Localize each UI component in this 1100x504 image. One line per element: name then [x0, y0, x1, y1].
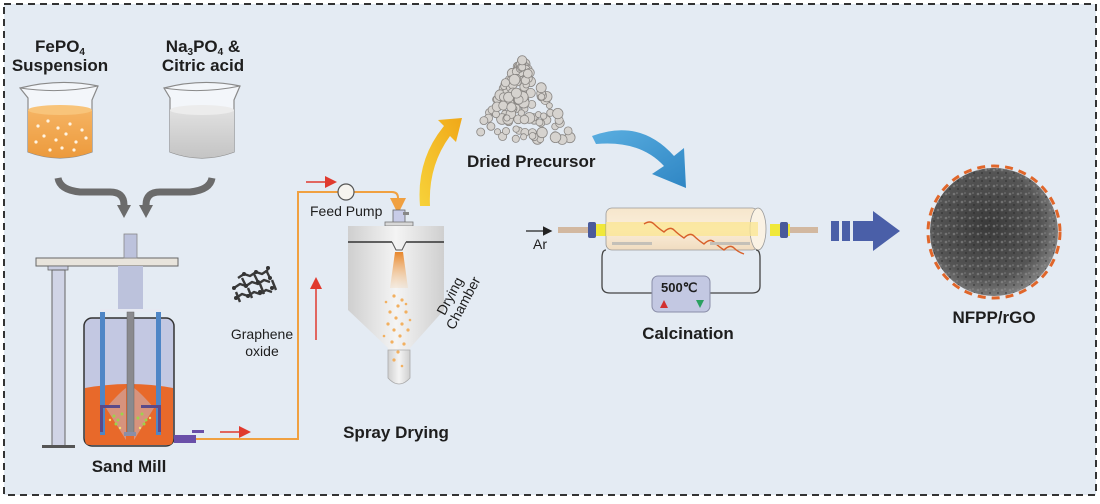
precursor-particle: [546, 102, 553, 109]
suspension-particles: [34, 119, 88, 152]
milling-beads: [112, 412, 148, 426]
label-suspension: Suspension: [11, 56, 109, 75]
precursor-particle: [517, 55, 528, 66]
precursor-particle: [539, 112, 548, 120]
label-calcination: Calcination: [642, 324, 734, 343]
arrow-head: [139, 205, 153, 218]
tube-furnace: [558, 207, 818, 313]
precursor-particle: [512, 125, 520, 133]
spray-dryer: [348, 209, 444, 385]
graphene-oxide-icon: [232, 266, 278, 303]
precursor-particle: [476, 127, 486, 137]
spray-droplets: [382, 294, 412, 368]
precursor-particle: [511, 87, 522, 99]
temp-up-icon: [660, 300, 668, 308]
precursor-particle: [506, 102, 517, 113]
nfpp-rgo-sphere: [926, 164, 1062, 300]
label-fepo4: FePO4: [35, 37, 85, 58]
label-sand-mill: Sand Mill: [91, 457, 167, 476]
precursor-particle: [537, 93, 546, 101]
label-oxide: oxide: [245, 343, 279, 359]
precursor-particle: [511, 134, 520, 143]
precursor-particle: [503, 114, 511, 122]
precursor-particle: [498, 100, 509, 111]
label-feed-pump: Feed Pump: [310, 203, 383, 219]
feed-line: [196, 191, 338, 440]
label-ar: Ar: [533, 236, 547, 252]
temp-down-icon: [696, 300, 704, 308]
precursor-particle: [563, 126, 573, 136]
precursor-particle: [501, 127, 510, 136]
arrow-head: [117, 205, 131, 218]
precursor-particle: [535, 118, 544, 127]
beaker-fepo4: [18, 81, 99, 159]
precursor-particle: [508, 74, 521, 86]
label-na3po4: Na3PO4 &: [165, 37, 241, 58]
precursor-particle: [535, 82, 547, 94]
rgo-dashed-ring: [926, 164, 1062, 300]
precursor-particle: [552, 108, 564, 120]
sand-mill: [35, 233, 204, 448]
label-dried-precursor: Dried Precursor: [467, 152, 596, 171]
dried-precursor-pile: [476, 55, 576, 145]
temperature-readout: 500℃: [661, 280, 698, 295]
precursor-particle: [522, 68, 533, 79]
yellow-curved-arrow: [419, 118, 462, 206]
feed-line-to-nozzle: [354, 191, 406, 214]
precursor-particle: [486, 122, 496, 131]
merge-arrows: [54, 177, 216, 206]
precursor-particle: [493, 128, 501, 136]
label-graphene: Graphene: [230, 326, 294, 342]
precursor-particle: [549, 131, 562, 144]
feed-pump-icon: [337, 183, 355, 201]
precursor-particle: [528, 132, 537, 140]
beaker-na3po4: [163, 81, 241, 159]
label-spray-drying: Spray Drying: [343, 423, 449, 442]
precursor-particle: [519, 114, 530, 125]
precursor-particle: [500, 78, 510, 88]
label-citric-acid: Citric acid: [161, 56, 245, 75]
label-nfpp-rgo: NFPP/rGO: [952, 308, 1036, 327]
product-arrow: [831, 211, 900, 251]
precursor-particle: [536, 126, 548, 139]
precursor-particle: [520, 133, 528, 141]
precursor-particle: [517, 109, 525, 117]
precursor-particle: [479, 116, 489, 125]
blue-curved-arrow: [592, 130, 686, 188]
